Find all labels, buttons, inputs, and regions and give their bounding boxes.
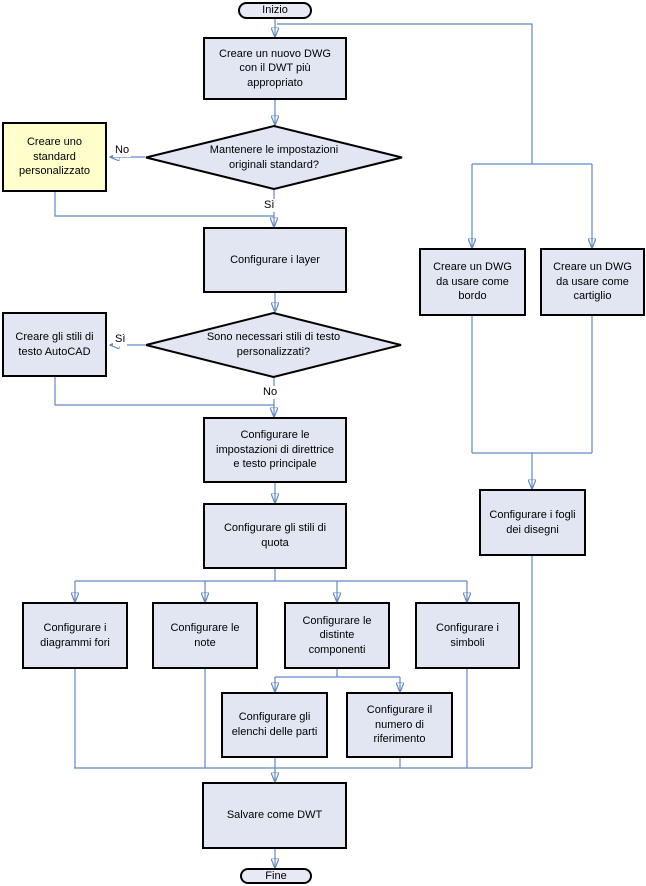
process-creare-nuovo-dwg: Creare un nuovo DWG con il DWT più appro… <box>203 37 347 100</box>
process-dwg-bordo: Creare un DWG da usare come bordo <box>419 248 526 316</box>
process-configurare-simboli: Configurare i simboli <box>415 602 520 669</box>
process-salvare-dwt: Salvare come DWT <box>202 782 347 849</box>
decision-label: Sono necessari stili di testo personaliz… <box>206 331 341 358</box>
process-elenchi-parti: Configurare gli elenchi delle parti <box>221 692 328 758</box>
process-configurare-layer: Configurare i layer <box>203 227 347 293</box>
process-distinte-componenti: Configurare le distinte componenti <box>284 602 390 669</box>
decision-label: Mantenere le impostazioni originali stan… <box>209 143 339 171</box>
edge-label-no-2: No <box>261 386 280 399</box>
process-dwg-cartiglio: Creare un DWG da usare come cartiglio <box>540 248 645 316</box>
terminator-fine: Fine <box>240 868 312 884</box>
process-impostazioni-direttrice: Configurare le impostazioni di direttric… <box>203 417 347 483</box>
diamond-shape <box>145 312 402 378</box>
process-fogli-disegni: Configurare i fogli dei disegni <box>479 489 586 556</box>
diamond-shape <box>145 125 403 190</box>
terminator-inizio: Inizio <box>238 2 312 19</box>
process-stili-quota: Configurare gli stili di quota <box>203 503 347 569</box>
process-configurare-note: Configurare le note <box>152 602 258 669</box>
edge-label-si-2: Sì <box>113 333 128 346</box>
process-creare-stili-testo: Creare gli stili di testo AutoCAD <box>2 312 107 377</box>
process-diagrammi-fori: Configurare i diagrammi fori <box>22 602 128 669</box>
edge-label-si-1: Sì <box>262 199 277 212</box>
decision-stili-testo-personalizzati: Sono necessari stili di testo personaliz… <box>145 312 402 378</box>
decision-mantenere-impostazioni: Mantenere le impostazioni originali stan… <box>145 125 403 190</box>
process-creare-standard-personalizzato: Creare uno standard personalizzato <box>2 122 107 192</box>
edge-label-no-1: No <box>113 144 132 157</box>
process-numero-riferimento: Configurare il numero di riferimento <box>346 692 453 758</box>
